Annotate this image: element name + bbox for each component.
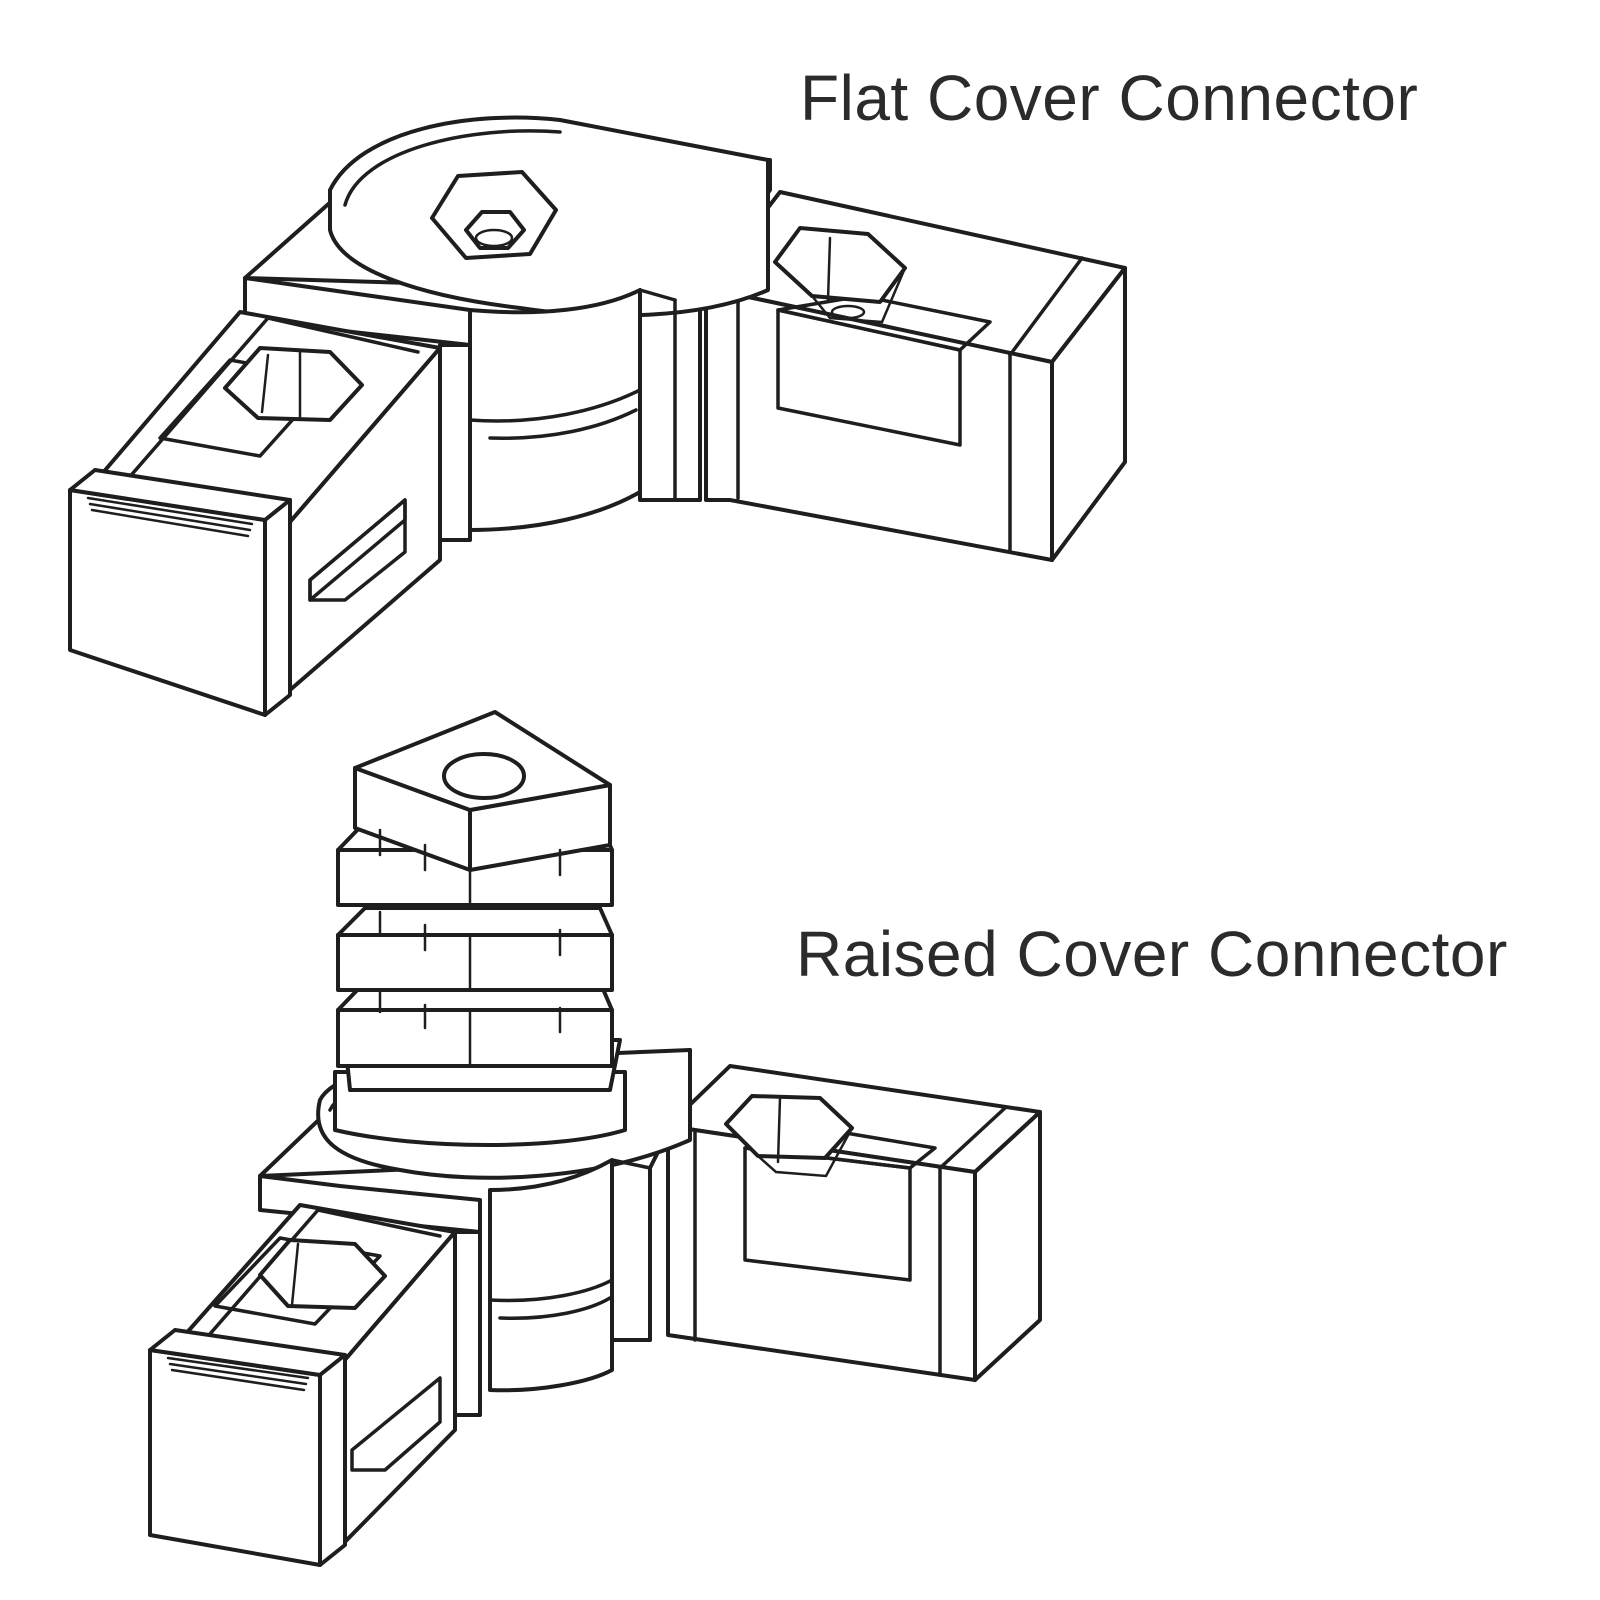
raised-right-arm bbox=[666, 1064, 1042, 1382]
raised-left-arm bbox=[148, 1203, 457, 1567]
raised-cover-stack bbox=[333, 710, 627, 1147]
flat-cover-connector-label: Flat Cover Connector bbox=[800, 62, 1419, 134]
flat-hub-body bbox=[243, 115, 772, 542]
flat-right-arm bbox=[704, 190, 1127, 562]
raised-cover-connector-label: Raised Cover Connector bbox=[796, 918, 1508, 990]
flat-left-arm bbox=[68, 310, 442, 717]
